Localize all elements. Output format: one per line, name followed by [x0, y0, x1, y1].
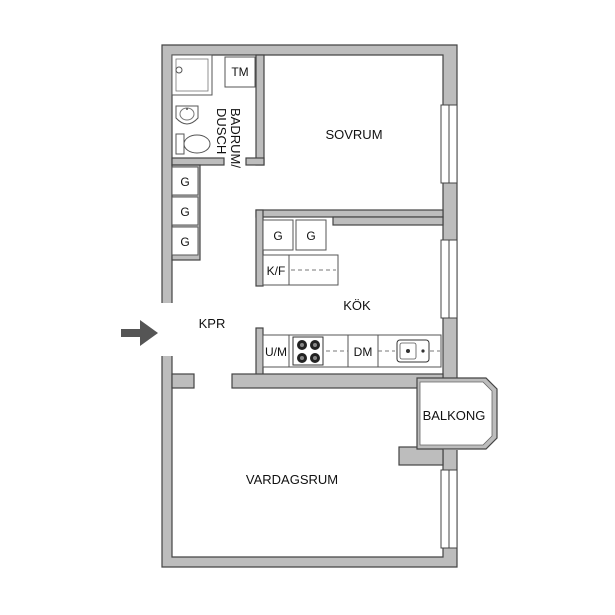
sink-icon [175, 105, 199, 125]
hall-wardrobe-3 [171, 226, 199, 256]
kitchen-wardrobe-2 [295, 219, 327, 251]
wall-balcony-step [398, 446, 444, 466]
wall-kok-vardagsrum [231, 373, 444, 389]
wall-sovrum-kok [255, 209, 444, 218]
kok-label: KÖK [343, 298, 371, 313]
hall-wardrobe-2 [171, 196, 199, 226]
wall-kok-west-upper [255, 209, 264, 287]
exterior-wall [161, 44, 458, 568]
entrance-arrow-icon [121, 320, 158, 346]
wall-bath-bottom [171, 157, 225, 166]
balcony-floor [419, 381, 493, 446]
kitchen-wardrobe-1-label: G [273, 229, 282, 243]
kf-label: K/F [267, 264, 286, 278]
wall-bath-sovrum [255, 54, 265, 166]
tm-unit [224, 56, 256, 88]
wall-sovrum-kok-step [332, 216, 444, 226]
stove-icon [292, 336, 324, 366]
badrum-label: BADRUM/ DUSCH [214, 108, 243, 172]
dm-label: DM [354, 345, 373, 359]
wall-bath-stub [245, 157, 265, 166]
kitchen-wardrobe-2-label: G [306, 229, 315, 243]
kitchen-wardrobe-1 [262, 219, 294, 251]
balkong-label: BALKONG [423, 408, 486, 423]
shower-icon [171, 54, 213, 96]
wall-kpr-stub-left [171, 373, 195, 389]
wall-kok-west-lower [255, 327, 264, 379]
kpr-label: KPR [199, 316, 226, 331]
entrance-opening [160, 303, 174, 356]
hall-wardrobe-2-label: G [180, 205, 189, 219]
kitchen-sink-icon [396, 339, 430, 363]
vardagsrum-label: VARDAGSRUM [246, 472, 338, 487]
badrum-line1: BADRUM/ [228, 108, 243, 168]
hall-wardrobe-3-label: G [180, 235, 189, 249]
badrum-line2: DUSCH [214, 108, 229, 154]
sovrum-label: SOVRUM [325, 127, 382, 142]
toilet-icon [175, 133, 211, 155]
tm-label: TM [231, 65, 248, 79]
um-label: U/M [265, 345, 287, 359]
hall-wardrobe-1 [171, 166, 199, 196]
hall-wardrobe-1-label: G [180, 175, 189, 189]
